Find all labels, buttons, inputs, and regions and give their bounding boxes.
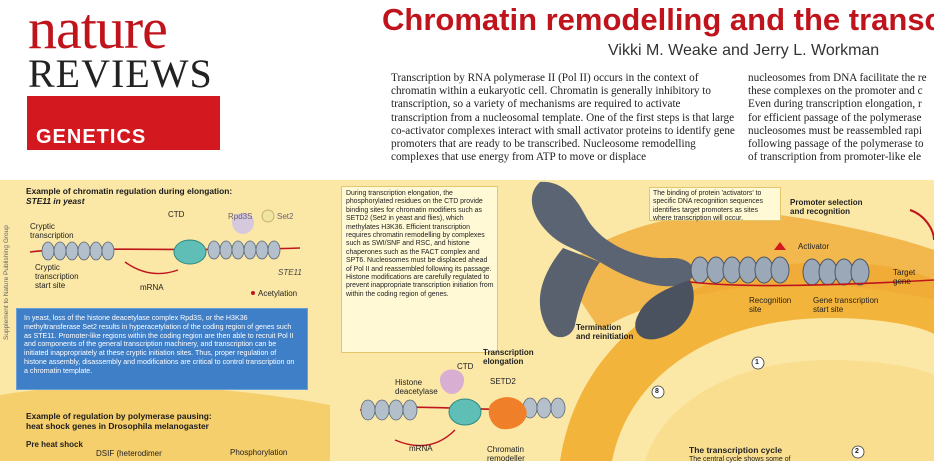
yeast-info-text: In yeast, loss of the histone deacetylas… [24,314,295,375]
mrna-label: mRNA [140,283,164,292]
pol-ii-elongation [448,398,482,426]
elongation-label: Transcription elongation [483,348,534,366]
activator-shape [774,242,786,250]
elongation-info-box [341,186,498,353]
intro-line: nucleosomes must be reassembled rapi [748,124,922,137]
mrna-elongation [394,429,456,447]
histone-deacetylase-label: Histone deacetylase [395,378,438,396]
cryptic-start-label: Cryptic transcription start site [35,263,79,290]
poster-authors: Vikki M. Weake and Jerry L. Workman [608,42,880,59]
reviews-logo: REVIEWS [28,51,213,96]
intro-line: these complexes on the promoter and c [748,85,923,98]
phosphorylation-label: Phosphorylation [230,448,288,457]
deacetylase-shape [440,369,464,394]
intro-line: for efficient passage of the polymerase [748,111,922,124]
dsif-label: DSIF (heterodimer [96,449,162,458]
section1-title: Example of chromatin regulation during e… [26,186,232,206]
intro-line: Even during transcription elongation, r [748,98,922,111]
set2-shape [261,209,275,223]
intro-line: of transcription from promoter-like ele [748,151,922,164]
set2-label: Set2 [277,212,294,221]
intro-line: nucleosomes from DNA facilitate the re [748,72,927,84]
pre-heat-shock-label: Pre heat shock [26,440,83,449]
label-line: remodeller [487,454,525,463]
termination-label: Termination and reinitiation [576,323,633,341]
chromosome-arm-top [531,181,694,287]
cycle-subtitle: The central cycle shows some of [689,456,791,463]
yeast-info-box [16,308,308,390]
step-1-marker [751,356,765,370]
section2-title: Example of regulation by polymerase paus… [26,411,212,431]
promoter-title: Promoter selection and recognition [790,198,862,216]
section1-title-line2: STE11 in yeast [26,196,85,206]
label-line: and recognition [790,207,850,216]
activators-info-box [649,187,781,221]
activator-label: Activator [798,242,830,251]
label-line: Promoter selection [790,198,863,207]
cryptic-transcription-label: Cryptic transcription [30,222,74,240]
ste11-nucleosomes [41,240,281,261]
cycle-core [645,360,934,461]
setd2-label: SETD2 [490,377,516,386]
step-1-label: 1 [755,359,759,366]
label-line: Recognition [749,296,792,305]
curved-arrow [909,209,934,241]
intro-column-2: nucleosomes from DNA facilitate the re t… [748,72,934,164]
genetics-logo-box [27,96,220,150]
poster-title: Chromatin remodelling and the transcr [382,2,934,37]
chromosome-arm-left [539,248,600,338]
mrna-strand [124,261,179,275]
label-line: elongation [483,357,524,366]
activators-info-text: The binding of protein 'activators' to s… [653,190,763,222]
ctd-elongation-label: CTD [457,362,474,371]
mrna-elongation-label: mRNA [409,444,433,453]
recognition-site-label: Recognition site [749,296,791,314]
step-2-label: 2 [855,448,859,455]
label-line: start site [35,281,66,290]
label-line: Cryptic [30,222,55,231]
label-line: transcription [30,231,74,240]
chromatin-remodeller-label: Chromatin remodeller [487,445,525,463]
side-credit: Supplement to Nature Publishing Group [3,225,10,340]
intro-line: following passage of the polymerase to [748,138,924,151]
label-line: site [749,305,762,314]
section2-title-line2: heat shock genes in Drosophila melanogas… [26,421,209,431]
dna-strand-top [689,279,934,287]
label-line: Histone [395,378,423,387]
label-line: transcription [35,272,79,281]
label-line: Transcription [483,348,534,357]
genetics-logo: GENETICS [36,126,147,148]
label-line: Termination [576,323,622,332]
rpd3s-label: Rpd3S [228,212,253,221]
lower-left-band [0,385,330,461]
target-gene-label: Target gene [893,268,916,286]
section2-title-line1: Example of regulation by polymerase paus… [26,411,212,421]
remodeller-shape [488,397,527,430]
step-8-marker [651,385,665,399]
rpd3s-shape [232,213,254,234]
chromatin-fibre [690,256,870,286]
label-line: Gene transcription [813,296,879,305]
label-line: Cryptic [35,263,60,272]
ste11-label: STE11 [278,268,302,277]
step-8-label: 8 [655,388,659,395]
label-line: Chromatin [487,445,524,454]
elongation-info-text: During transcription elongation, the pho… [346,190,494,298]
gene-start-label: Gene transcription start site [813,296,878,314]
step-2-marker [851,445,865,459]
label-line: and reinitiation [576,332,634,341]
label-line: start site [813,305,844,314]
intro-column-1: Transcription by RNA polymerase II (Pol … [391,72,735,164]
cycle-title: The transcription cycle [689,445,783,455]
chromosome-arm-bottom [635,280,694,340]
ctd-label: CTD [168,210,185,219]
section1-title-line1: Example of chromatin regulation during e… [26,186,233,196]
label-line: deacetylase [395,387,438,396]
acetylation-label: Acetylation [258,289,298,298]
pol-ii-shape [173,239,207,265]
nature-logo: nature [28,0,168,61]
acetylation-dot [251,291,255,295]
